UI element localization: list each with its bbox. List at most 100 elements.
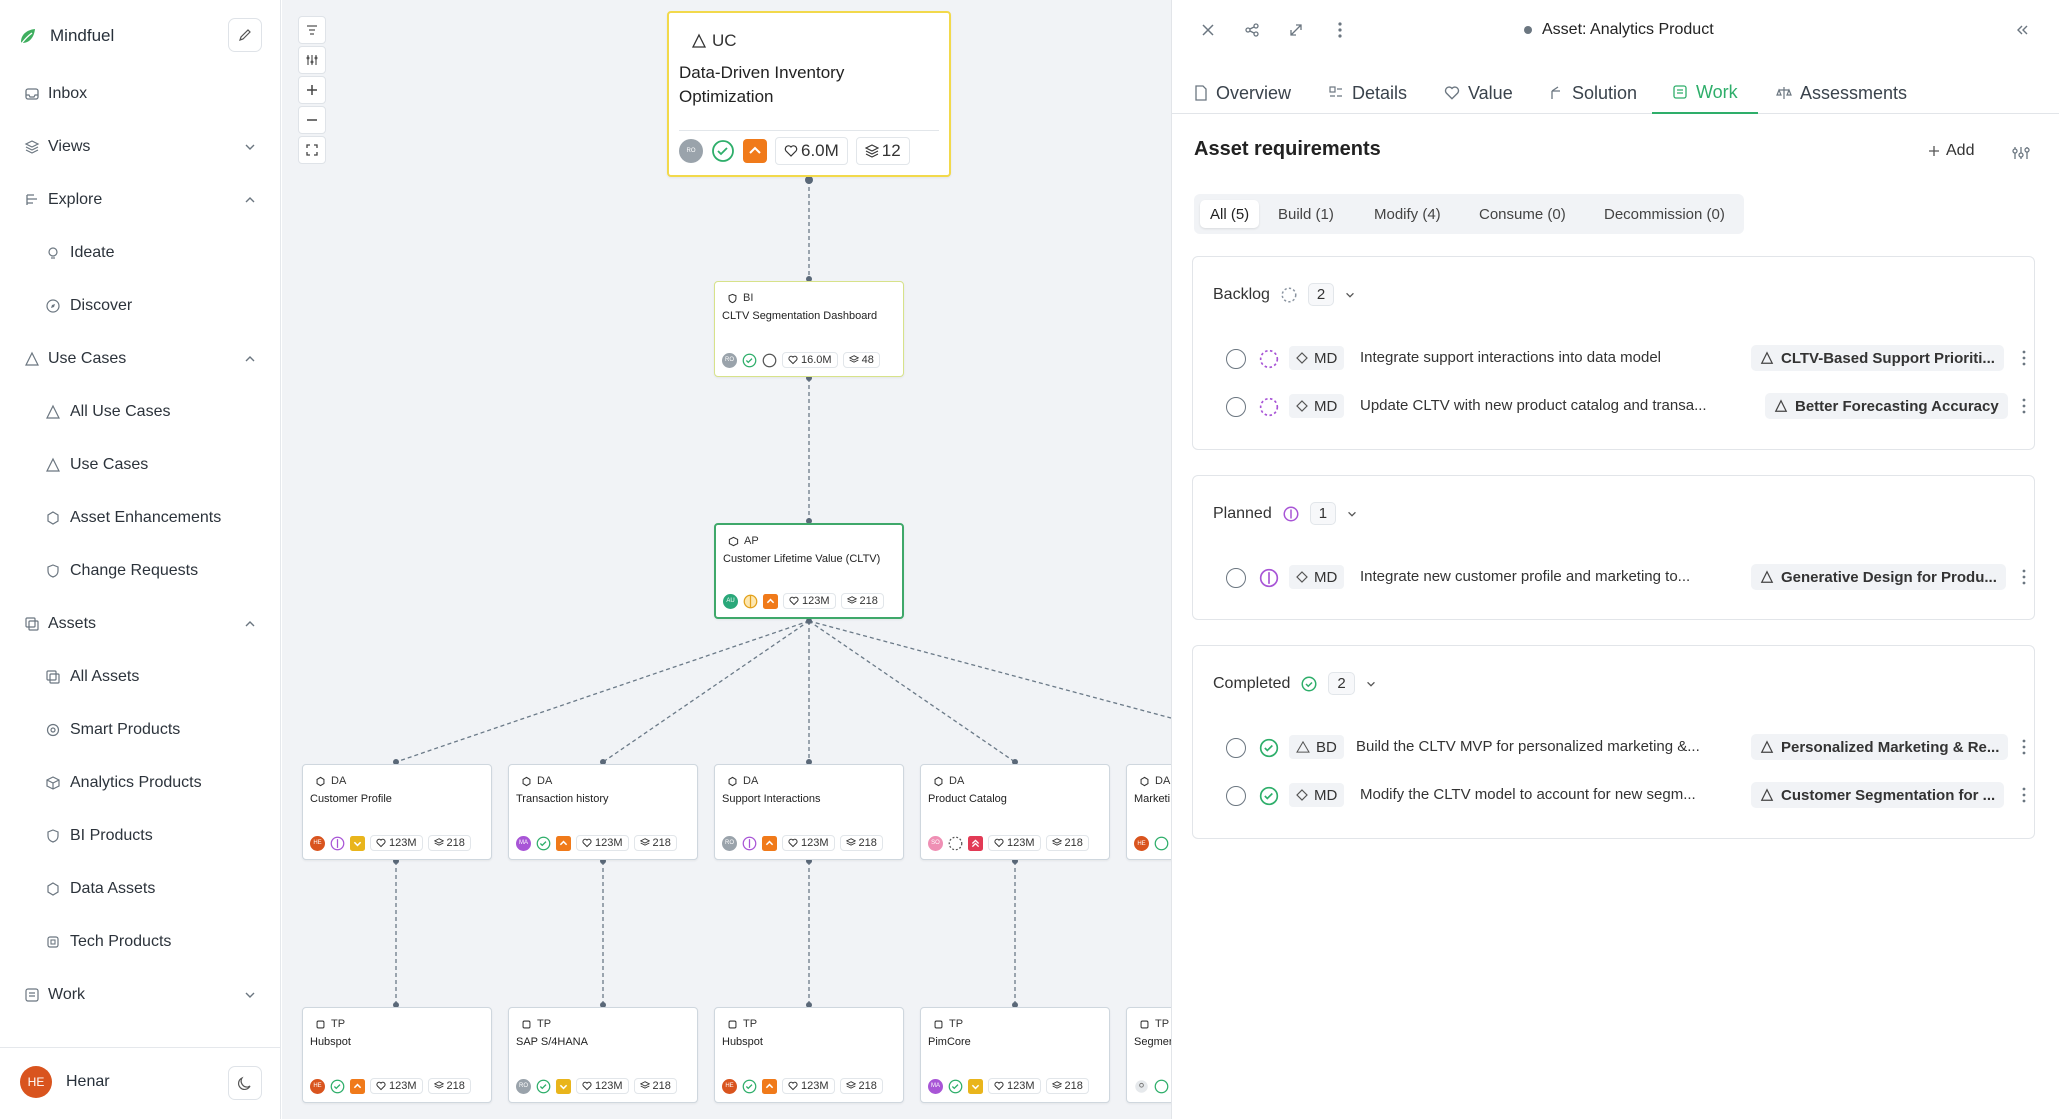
- theme-toggle-button[interactable]: [228, 1066, 262, 1100]
- sidebar-item-data-assets[interactable]: Data Assets: [0, 869, 281, 909]
- close-button[interactable]: [1198, 20, 1218, 40]
- status-backlog-icon[interactable]: [1259, 349, 1279, 369]
- check-circle-icon[interactable]: [1259, 786, 1279, 806]
- collapse-panel-button[interactable]: [2012, 20, 2032, 40]
- node-data-asset[interactable]: DA Customer Profile HE 123M 218: [302, 764, 492, 860]
- tab-work[interactable]: Work: [1652, 72, 1758, 114]
- sidebar-item-inbox[interactable]: Inbox: [0, 74, 281, 114]
- sidebar-item-tech-products[interactable]: Tech Products: [0, 922, 281, 962]
- node-use-case[interactable]: UC Data-Driven Inventory Optimization RO…: [667, 11, 951, 177]
- sidebar-item-assets-section[interactable]: Assets: [0, 604, 281, 644]
- node-tech-product[interactable]: TP Hubspot HE 123M 218: [302, 1007, 492, 1103]
- sidebar-item-ideate[interactable]: Ideate: [0, 233, 281, 273]
- more-vertical-icon[interactable]: [2022, 398, 2026, 414]
- filter-build[interactable]: Build (1): [1278, 205, 1334, 223]
- graph-canvas[interactable]: UC Data-Driven Inventory Optimization RO…: [282, 0, 1171, 1119]
- node-analytics-product[interactable]: AP Customer Lifetime Value (CLTV) AU 123…: [714, 523, 904, 619]
- node-data-asset[interactable]: DA Transaction history MA 123M 218: [508, 764, 698, 860]
- node-tech-product[interactable]: TP SAP S/4HANA RO 123M 218: [508, 1007, 698, 1103]
- sidebar-item-use-cases-section[interactable]: Use Cases: [0, 339, 281, 379]
- select-checkbox[interactable]: [1226, 349, 1246, 369]
- node-data-asset[interactable]: DA Marketi HE: [1126, 764, 1171, 860]
- chevron-up-icon[interactable]: [243, 193, 257, 207]
- group-header[interactable]: Completed 2: [1213, 672, 1377, 695]
- list-item[interactable]: MD Update CLTV with new product catalog …: [1213, 389, 2026, 423]
- sidebar-item-all-use-cases[interactable]: All Use Cases: [0, 392, 281, 432]
- filter-all[interactable]: All (5): [1200, 200, 1260, 228]
- sidebar-item-discover[interactable]: Discover: [0, 286, 281, 326]
- filter-modify[interactable]: Modify (4): [1374, 205, 1441, 223]
- list-item[interactable]: MD Integrate support interactions into d…: [1213, 341, 2026, 375]
- more-vertical-icon[interactable]: [2022, 739, 2026, 755]
- expand-button[interactable]: [1286, 20, 1306, 40]
- fit-view-button[interactable]: [298, 136, 326, 164]
- group-header[interactable]: Backlog 2: [1213, 283, 1356, 306]
- chevron-up-icon[interactable]: [243, 617, 257, 631]
- sidebar-item-explore[interactable]: Explore: [0, 180, 281, 220]
- use-case-link[interactable]: Better Forecasting Accuracy: [1765, 393, 2008, 419]
- sidebar-item-change-requests[interactable]: Change Requests: [0, 551, 281, 591]
- check-circle-icon[interactable]: [1259, 738, 1279, 758]
- list-item[interactable]: MD Modify the CLTV model to account for …: [1213, 778, 2026, 812]
- use-case-link[interactable]: CLTV-Based Support Prioriti...: [1751, 345, 2004, 371]
- menu-tool-button[interactable]: [298, 16, 326, 44]
- use-case-link[interactable]: Customer Segmentation for ...: [1751, 782, 2005, 808]
- more-vertical-icon[interactable]: [2022, 350, 2026, 366]
- filter-settings-icon[interactable]: [2012, 144, 2030, 162]
- zoom-in-button[interactable]: [298, 76, 326, 104]
- more-vertical-icon[interactable]: [2022, 787, 2026, 803]
- sidebar-item-analytics-products[interactable]: Analytics Products: [0, 763, 281, 803]
- node-bi-product[interactable]: BI CLTV Segmentation Dashboard RO 16.0M …: [714, 281, 904, 377]
- list-item[interactable]: BD Build the CLTV MVP for personalized m…: [1213, 730, 2026, 764]
- brand[interactable]: Mindfuel: [18, 20, 114, 52]
- node-data-asset[interactable]: DA Support Interactions RO 123M 218: [714, 764, 904, 860]
- tab-overview[interactable]: Overview: [1194, 72, 1291, 114]
- sidebar-item-all-assets[interactable]: All Assets: [0, 657, 281, 697]
- sidebar-item-smart-products[interactable]: Smart Products: [0, 710, 281, 750]
- tab-solution[interactable]: Solution: [1548, 72, 1637, 114]
- zoom-out-button[interactable]: [298, 106, 326, 134]
- sidebar-item-bi-products[interactable]: BI Products: [0, 816, 281, 856]
- sidebar-item-use-cases[interactable]: Use Cases: [0, 445, 281, 485]
- filter-consume[interactable]: Consume (0): [1479, 205, 1566, 223]
- diamond-icon: [1296, 352, 1308, 364]
- chevron-up-icon[interactable]: [243, 352, 257, 366]
- filter-decommission[interactable]: Decommission (0): [1604, 205, 1725, 223]
- type-label: MD: [1314, 786, 1338, 804]
- select-checkbox[interactable]: [1226, 568, 1246, 588]
- chevron-down-icon[interactable]: [243, 140, 257, 154]
- more-options-button[interactable]: [1330, 20, 1350, 40]
- chevron-down-icon[interactable]: [243, 988, 257, 1002]
- node-tech-product[interactable]: TP Segmer: [1126, 1007, 1171, 1103]
- sidebar-item-views[interactable]: Views: [0, 127, 281, 167]
- count-metric-label: 218: [446, 837, 465, 849]
- use-case-link[interactable]: Generative Design for Produ...: [1751, 564, 2006, 590]
- tab-details[interactable]: Details: [1328, 72, 1407, 114]
- select-checkbox[interactable]: [1226, 397, 1246, 417]
- select-checkbox[interactable]: [1226, 738, 1246, 758]
- more-vertical-icon[interactable]: [2022, 569, 2026, 585]
- sidebar-item-work[interactable]: Work: [0, 975, 281, 1015]
- select-checkbox[interactable]: [1226, 786, 1246, 806]
- tab-value[interactable]: Value: [1444, 72, 1513, 114]
- status-backlog-icon[interactable]: [1259, 397, 1279, 417]
- node-title: Marketi: [1134, 793, 1171, 805]
- add-requirement-button[interactable]: Add: [1928, 142, 1974, 160]
- share-button[interactable]: [1242, 20, 1262, 40]
- bulb-icon: [45, 245, 61, 261]
- tab-label: Value: [1468, 82, 1513, 103]
- list-icon: [24, 987, 40, 1003]
- node-tech-product[interactable]: TP Hubspot HE 123M 218: [714, 1007, 904, 1103]
- sidebar-item-asset-enhancements[interactable]: Asset Enhancements: [0, 498, 281, 538]
- node-tech-product[interactable]: TP PimCore MA 123M 218: [920, 1007, 1110, 1103]
- group-header[interactable]: Planned 1: [1213, 502, 1358, 525]
- node-data-asset[interactable]: DA Product Catalog SO 123M 218: [920, 764, 1110, 860]
- status-planned-icon[interactable]: [1259, 568, 1279, 588]
- tab-assessments[interactable]: Assessments: [1776, 72, 1907, 114]
- list-item[interactable]: MD Integrate new customer profile and ma…: [1213, 560, 2026, 594]
- user-menu[interactable]: HE Henar: [20, 1066, 110, 1098]
- chip-icon: [45, 934, 61, 950]
- use-case-link[interactable]: Personalized Marketing & Re...: [1751, 734, 2009, 760]
- settings-tool-button[interactable]: [298, 46, 326, 74]
- compose-button[interactable]: [228, 18, 262, 52]
